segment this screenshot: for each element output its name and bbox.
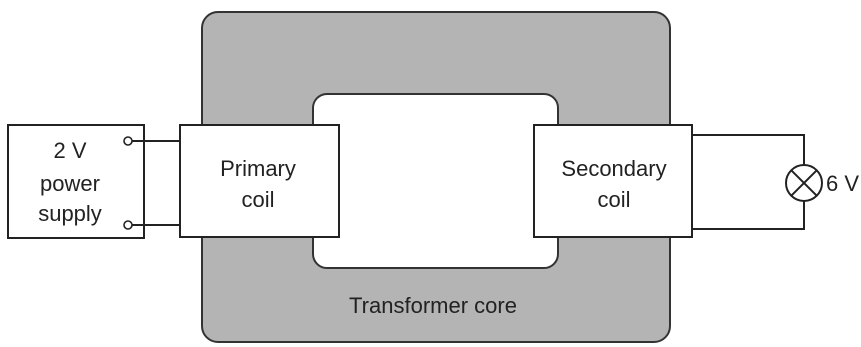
primary-coil-label-line1: Primary (220, 156, 296, 181)
secondary-wire-bottom (692, 201, 805, 230)
lamp-icon (785, 164, 823, 202)
primary-coil-box (179, 124, 340, 238)
secondary-coil-label-line2: coil (597, 187, 630, 212)
secondary-coil-box (533, 124, 693, 238)
power-supply-label-line2: power (40, 171, 100, 196)
power-supply-box (7, 124, 145, 239)
power-supply-terminal-top (123, 136, 133, 146)
core-label: Transformer core (349, 293, 517, 318)
secondary-coil-label-line1: Secondary (561, 156, 666, 181)
lamp-voltage-label: 6 V (826, 171, 859, 196)
core-window (312, 93, 559, 269)
power-supply-label-line3: supply (38, 201, 102, 226)
power-supply-voltage-label: 2 V (53, 138, 86, 163)
primary-coil-label-line2: coil (241, 187, 274, 212)
power-supply-terminal-bottom (123, 220, 133, 230)
secondary-wire-top (692, 134, 805, 165)
